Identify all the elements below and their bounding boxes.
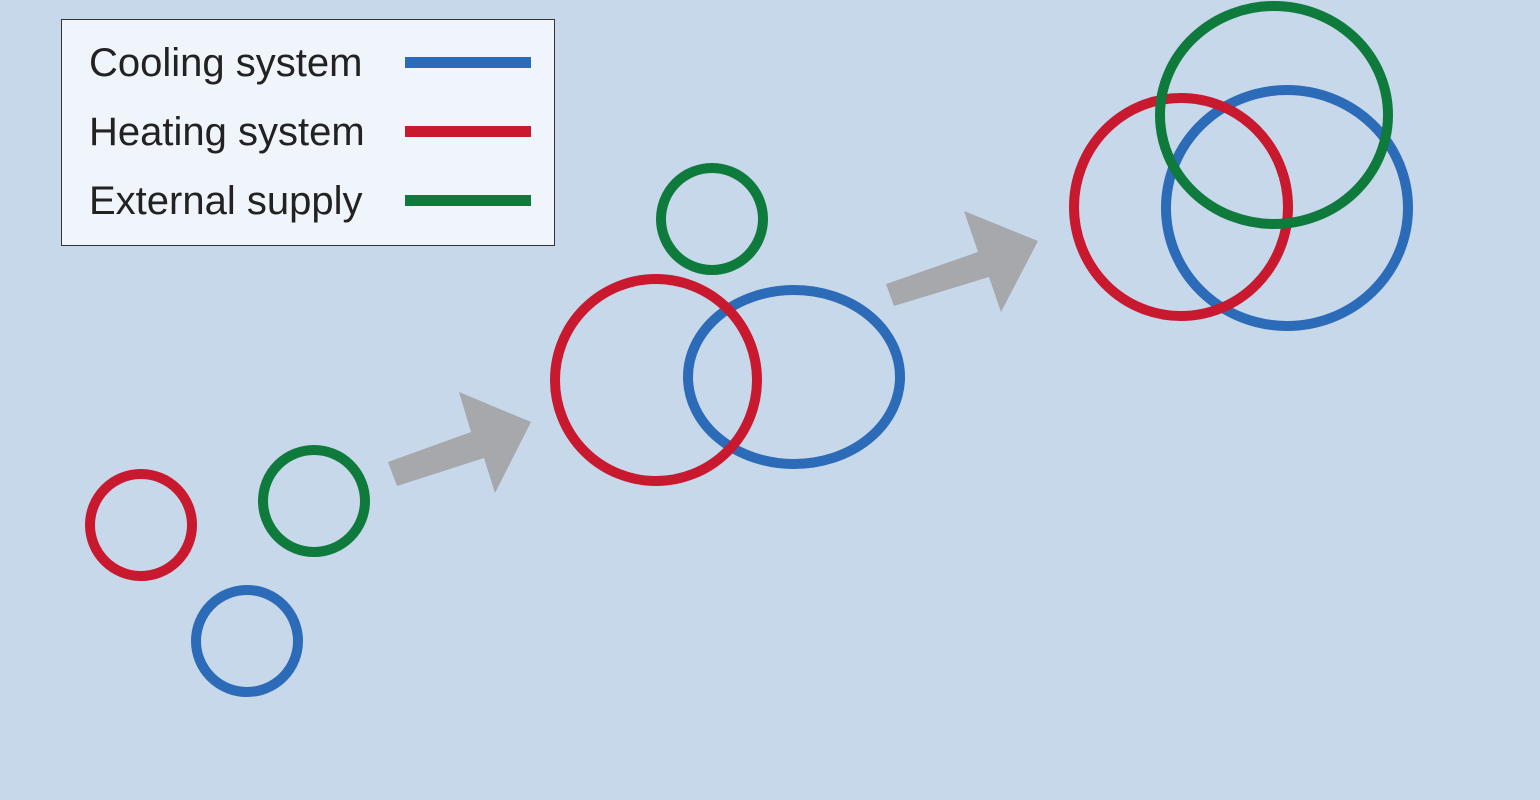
arrow-stage2-to-stage3 xyxy=(886,211,1038,312)
legend-item-heating: Heating system xyxy=(89,102,534,162)
stage-2 xyxy=(550,163,905,486)
stage-2-external-circle xyxy=(656,163,768,275)
legend-item-cooling: Cooling system xyxy=(89,33,534,93)
stage-1 xyxy=(85,445,370,697)
stage-1-heating-circle xyxy=(85,469,197,581)
stage-3-external-ellipse xyxy=(1155,1,1393,229)
stage-1-cooling-circle xyxy=(191,585,303,697)
legend: Cooling system Heating system External s… xyxy=(61,19,555,246)
legend-label: Heating system xyxy=(89,110,365,154)
legend-item-external: External supply xyxy=(89,171,534,231)
stage-2-heating-circle xyxy=(550,274,762,486)
legend-label: External supply xyxy=(89,179,363,223)
legend-swatch-external xyxy=(405,195,531,206)
stage-3-cooling-ellipse xyxy=(1161,85,1413,331)
stage-2-cooling-ellipse xyxy=(683,285,905,469)
legend-swatch-cooling xyxy=(405,57,531,68)
stage-1-external-circle xyxy=(258,445,370,557)
stage-3-heating-ellipse xyxy=(1069,93,1293,321)
arrow-stage1-to-stage2 xyxy=(388,392,531,493)
stage-3 xyxy=(1069,1,1413,331)
legend-swatch-heating xyxy=(405,126,531,137)
legend-label: Cooling system xyxy=(89,41,363,85)
